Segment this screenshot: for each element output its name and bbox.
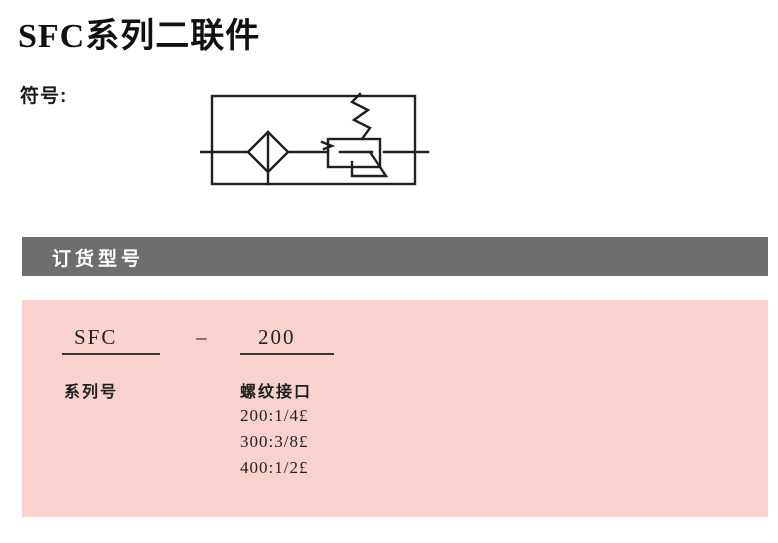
order-code-token-port: 200	[258, 325, 296, 349]
assembly-boundary-rect	[210, 94, 417, 186]
symbol-svg	[198, 92, 430, 186]
section-header-title: 订货型号	[52, 249, 145, 270]
order-code-token-dash: –	[196, 325, 209, 349]
page-title: SFC系列二联件	[18, 18, 261, 55]
order-code-token-series: SFC	[74, 325, 118, 349]
regulator-arrow-head	[320, 140, 336, 151]
regulator-valve-box	[326, 137, 382, 169]
regulator-spring-zigzag	[349, 92, 372, 141]
order-code-option-port-300: 300:3/8£	[240, 432, 309, 451]
order-code-underline-series	[62, 353, 160, 355]
order-code-option-port-400: 400:1/2£	[240, 458, 309, 477]
order-code-panel: SFC – 200 系列号 螺纹接口 200:1/4£ 300:3/8£ 400…	[22, 300, 768, 517]
symbol-section-label: 符号:	[20, 86, 68, 107]
pneumatic-frl-symbol-diagram	[198, 88, 430, 203]
order-code-column-heading-port: 螺纹接口	[240, 384, 313, 401]
order-code-option-port-200: 200:1/4£	[240, 406, 309, 425]
order-code-section-header: 订货型号	[22, 237, 768, 276]
regulator-pilot-line	[350, 150, 389, 178]
order-code-underline-port	[240, 353, 334, 355]
order-code-column-heading-series: 系列号	[64, 384, 119, 401]
